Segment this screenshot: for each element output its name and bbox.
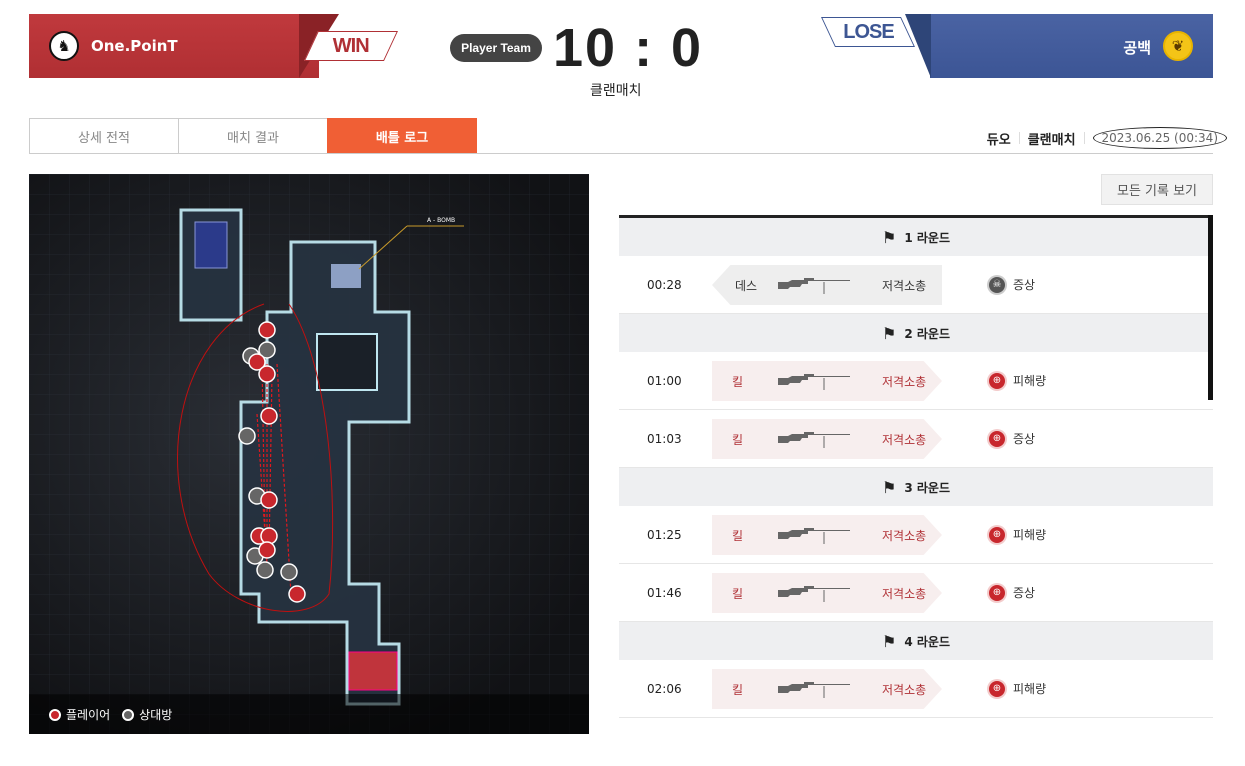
weapon-name: 저격소총	[882, 374, 927, 389]
round-label: 3 라운드	[904, 480, 950, 495]
event-time: 01:00	[647, 374, 682, 388]
winning-team-banner: ♞ One.PoinT WIN	[29, 14, 398, 78]
event-time: 02:06	[647, 682, 682, 696]
event-action: 킬	[732, 374, 744, 389]
flag-icon: ⚑	[882, 631, 897, 651]
event-result: ⊕ 피해량	[989, 526, 1046, 543]
round-header: ⚑ 3 라운드	[619, 468, 1213, 506]
crosshair-icon: ⊕	[989, 526, 1005, 543]
tab-bar: 상세 전적 매치 결과 배틀 로그	[29, 118, 477, 154]
view-all-records-button[interactable]: 모든 기록 보기	[1101, 174, 1213, 205]
event-action: 킬	[732, 682, 744, 697]
map-layout: A - BOMB	[29, 174, 589, 734]
mode-label: 듀오	[986, 132, 1011, 148]
log-event-row: 02:06 킬 저격소총 ⊕ 피해량	[619, 660, 1213, 718]
crosshair-icon: ⊕	[989, 372, 1005, 389]
event-result: ⊕ 피해량	[989, 372, 1046, 389]
tab-detail-stats[interactable]: 상세 전적	[29, 118, 179, 154]
log-event-row: 01:25 킬 저격소총 ⊕ 피해량	[619, 506, 1213, 564]
round-header: ⚑ 2 라운드	[619, 314, 1213, 352]
skull-icon: ☠	[989, 276, 1005, 293]
log-event-row: 00:28 데스 저격소총 ☠ 증상	[619, 256, 1213, 314]
event-result: ☠ 증상	[989, 276, 1035, 293]
event-detail: 킬 저격소총	[712, 419, 942, 459]
sniper-rifle-icon	[778, 586, 850, 602]
left-team-name: One.PoinT	[91, 37, 178, 55]
clan-emblem-icon: ♞	[49, 31, 79, 61]
spawn-a	[348, 651, 398, 691]
log-event-row: 01:03 킬 저격소총 ⊕ 증상	[619, 410, 1213, 468]
round-label: 2 라운드	[904, 326, 950, 341]
event-time: 01:25	[647, 528, 682, 542]
spawn-b	[194, 221, 228, 269]
round-header: ⚑ 4 라운드	[619, 622, 1213, 660]
player-team-badge: Player Team	[450, 34, 542, 62]
weapon-name: 저격소총	[882, 278, 927, 293]
match-meta: 듀오 클랜매치 2023.06.25 (00:34)	[987, 127, 1227, 149]
divider	[29, 153, 1213, 154]
result-label: 피해량	[1013, 682, 1047, 696]
round-header: ⚑ 1 라운드	[619, 218, 1213, 256]
sniper-rifle-icon	[778, 374, 850, 390]
event-action: 킬	[732, 432, 744, 447]
round-label: 4 라운드	[904, 634, 950, 649]
event-detail: 킬 저격소총	[712, 573, 942, 613]
weapon-name: 저격소총	[882, 528, 927, 543]
sniper-rifle-icon	[778, 432, 850, 448]
crosshair-icon: ⊕	[989, 680, 1005, 697]
event-action: 데스	[735, 278, 758, 293]
event-detail: 킬 저격소총	[712, 361, 942, 401]
sniper-rifle-icon	[778, 278, 850, 294]
result-label: 증상	[1013, 586, 1036, 600]
sniper-rifle-icon	[778, 682, 850, 698]
result-label: 피해량	[1013, 374, 1047, 388]
match-type-label: 클랜매치	[590, 83, 642, 99]
match-date: 2023.06.25 (00:34)	[1092, 127, 1227, 149]
event-time: 01:03	[647, 432, 682, 446]
crosshair-icon: ⊕	[989, 584, 1005, 601]
weapon-name: 저격소총	[882, 586, 927, 601]
log-event-row: 01:46 킬 저격소총 ⊕ 증상	[619, 564, 1213, 622]
bomb-label: A - BOMB	[427, 217, 455, 224]
match-label: 클랜매치	[1027, 132, 1076, 148]
flag-icon: ⚑	[882, 477, 897, 497]
flag-icon: ⚑	[882, 323, 897, 343]
result-label: 피해량	[1013, 528, 1047, 542]
event-time: 01:46	[647, 586, 682, 600]
event-detail: 킬 저격소총	[712, 515, 942, 555]
lose-ribbon: LOSE	[821, 17, 915, 47]
map-legend: 플레이어 상대방	[29, 694, 589, 734]
weapon-name: 저격소총	[882, 432, 927, 447]
log-event-row: 01:00 킬 저격소총 ⊕ 피해량	[619, 352, 1213, 410]
event-action: 킬	[732, 528, 744, 543]
event-detail: 킬 저격소총	[712, 669, 942, 709]
result-label: 증상	[1013, 432, 1036, 446]
battle-map: A - BOMB 플레이어 상대방	[29, 174, 589, 734]
right-team-name: 공백	[1123, 39, 1151, 57]
event-time: 00:28	[647, 278, 682, 292]
losing-team-banner: 공백 ❦	[930, 14, 1213, 78]
scrollbar[interactable]	[1208, 215, 1213, 400]
tab-match-result[interactable]: 매치 결과	[178, 118, 328, 154]
sniper-rifle-icon	[778, 528, 850, 544]
event-action: 킬	[732, 586, 744, 601]
match-score: 10 : 0	[553, 18, 704, 78]
weapon-name: 저격소총	[882, 682, 927, 697]
legend-player: 플레이어	[49, 706, 110, 723]
win-ribbon: WIN	[304, 31, 398, 61]
bomb-site-a	[331, 264, 361, 288]
clan-emblem-icon: ❦	[1163, 31, 1193, 61]
crosshair-icon: ⊕	[989, 430, 1005, 447]
flag-icon: ⚑	[882, 227, 897, 247]
round-label: 1 라운드	[904, 230, 950, 245]
tab-battle-log[interactable]: 배틀 로그	[327, 118, 477, 154]
event-result: ⊕ 증상	[989, 584, 1035, 601]
legend-opponent: 상대방	[122, 706, 172, 723]
event-result: ⊕ 피해량	[989, 680, 1046, 697]
event-result: ⊕ 증상	[989, 430, 1035, 447]
event-detail: 데스 저격소총	[712, 265, 942, 305]
result-label: 증상	[1013, 278, 1036, 292]
